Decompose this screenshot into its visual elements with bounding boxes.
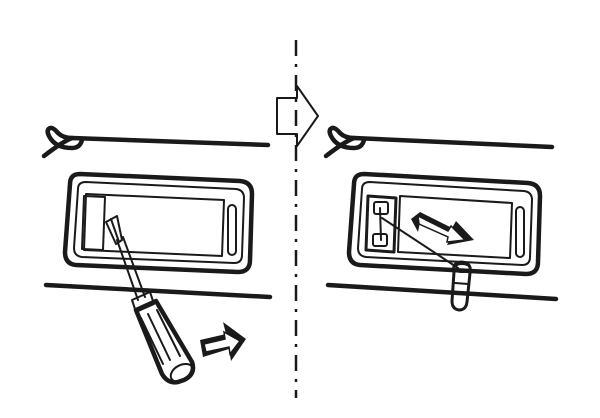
lamp-opening: [397, 195, 513, 259]
headliner-hook: [327, 125, 367, 151]
bulb-icon: [450, 260, 472, 312]
lens-slot: [81, 195, 106, 251]
lamp-housing-outer: [62, 171, 255, 275]
slide-arrow-icon: [411, 212, 474, 245]
lamp-housing-inner: [73, 181, 245, 264]
headliner-lower-edge: [43, 282, 273, 300]
panel-before: [41, 125, 273, 385]
panel-after: [323, 125, 559, 312]
headliner-lower-edge: [325, 282, 559, 302]
lamp-housing-inner: [357, 181, 533, 266]
headliner-hook: [45, 125, 85, 151]
lamp-groove: [515, 206, 525, 258]
step-arrow-icon: [276, 85, 319, 147]
pry-arrow-icon: [200, 322, 246, 361]
bulb-socket: [364, 194, 398, 254]
lamp-groove: [227, 204, 237, 256]
screwdriver-icon: [105, 215, 196, 385]
lamp-lens: [83, 193, 225, 257]
lamp-housing-outer: [346, 171, 543, 277]
bulb-leader-line: [381, 217, 459, 269]
